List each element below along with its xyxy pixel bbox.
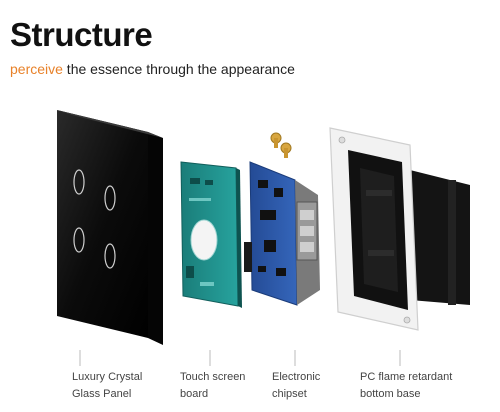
caption-line: board (180, 388, 209, 400)
page-title: Structure (10, 16, 153, 53)
touch-key-4 (104, 243, 116, 269)
caption-line: Luxury Crystal (72, 371, 143, 383)
touch-key-1 (73, 169, 85, 195)
touch-screen-board (180, 161, 242, 308)
caption-base: PC flame retardant bottom base (360, 369, 452, 403)
touch-key-2 (104, 185, 116, 211)
caption-touch-board: Touch screen board (180, 369, 245, 403)
caption-line: Electronic (272, 371, 321, 383)
caption-chipset: Electronic chipset (272, 369, 320, 403)
subtitle-rest: the essence through the appearance (62, 61, 295, 77)
subtitle-accent: perceive (10, 61, 63, 77)
page-subtitle: perceive the essence through the appeara… (10, 62, 295, 76)
caption-glass-panel: Luxury Crystal Glass Panel (72, 369, 142, 403)
electronic-chipset (244, 132, 320, 306)
caption-line: chipset (272, 388, 307, 400)
glass-panel (57, 110, 163, 345)
bottom-base (329, 127, 470, 331)
caption-line: bottom base (360, 388, 421, 400)
touch-key-3 (73, 227, 85, 253)
caption-line: Glass Panel (72, 388, 132, 400)
caption-line: Touch screen (180, 371, 246, 383)
caption-line: PC flame retardant (360, 371, 453, 383)
